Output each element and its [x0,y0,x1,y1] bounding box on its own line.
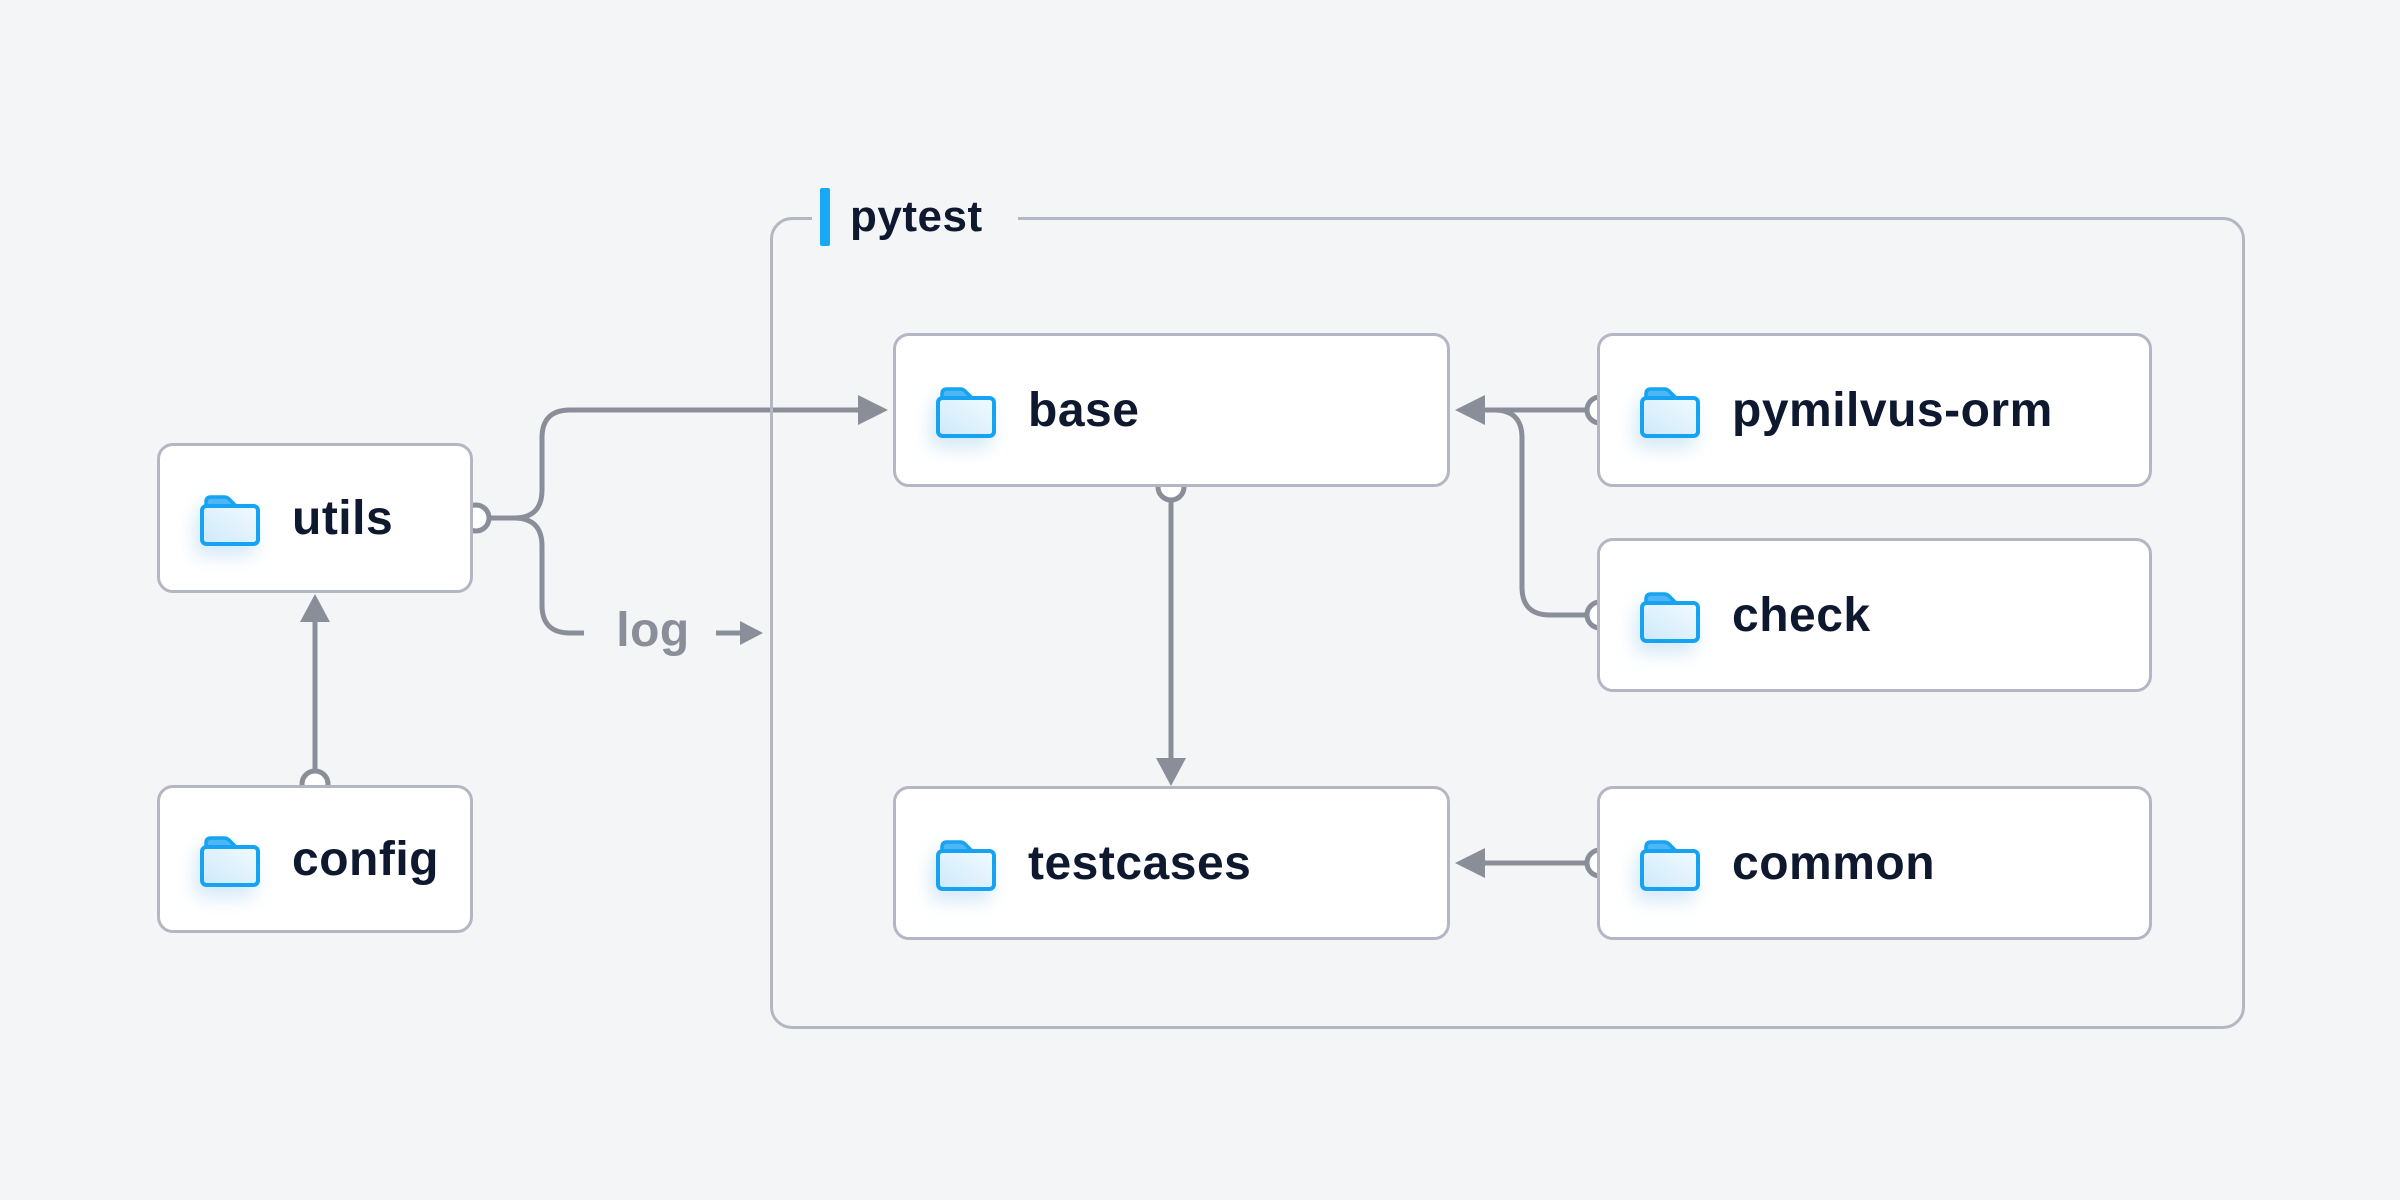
folder-icon [200,495,260,546]
node-check: check [1597,538,2152,692]
pytest-label-text: pytest [850,192,983,241]
node-pymilvus-orm: pymilvus-orm [1597,333,2152,487]
node-label: utils [292,491,394,545]
arrowhead-into-utils-bottom [300,594,330,622]
node-label: check [1732,588,1871,642]
node-testcases: testcases [893,786,1450,940]
edge-utils-to-log [489,515,584,636]
arrowhead-log [740,621,763,645]
pytest-container [770,217,2245,1029]
node-label: base [1028,383,1140,437]
folder-icon [200,836,260,887]
folder-icon [1640,840,1700,891]
node-config: config [157,785,473,933]
node-label: config [292,832,439,886]
folder-icon [1640,387,1700,438]
node-base: base [893,333,1450,487]
node-common: common [1597,786,2152,940]
folder-icon [1640,592,1700,643]
log-edge-label: log [616,604,690,657]
node-label: common [1732,836,1936,890]
node-label: pymilvus-orm [1732,383,2053,437]
folder-icon [936,840,996,891]
pytest-container-label: pytest [812,181,1018,253]
folder-icon [936,387,996,438]
node-label: testcases [1028,836,1252,890]
pytest-accent-bar [820,188,830,246]
node-utils: utils [157,443,473,593]
